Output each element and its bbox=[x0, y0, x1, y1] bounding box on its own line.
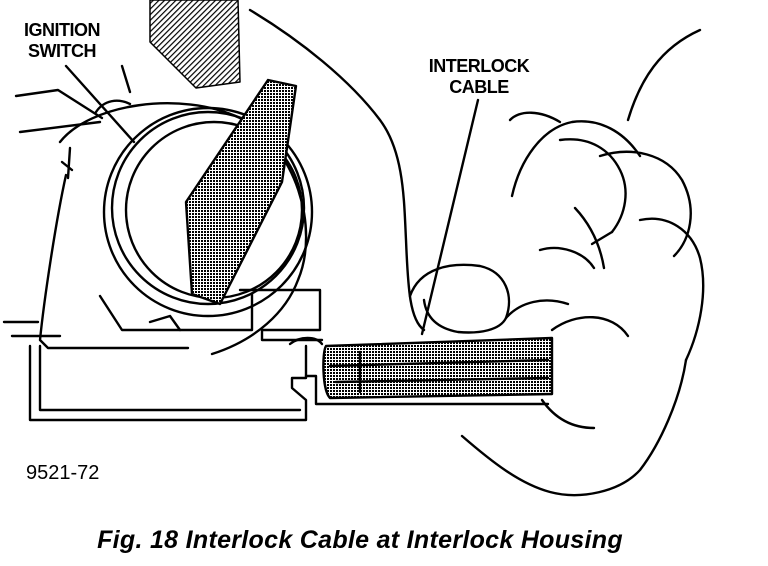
interlock-housing bbox=[28, 344, 308, 422]
leader-cable bbox=[420, 98, 480, 336]
hatched-panel bbox=[149, 0, 241, 89]
ignition-switch-label-line1: IGNITION bbox=[24, 20, 101, 40]
figure-caption: Fig. 18 Interlock Cable at Interlock Hou… bbox=[97, 526, 623, 554]
switch-ring-outer bbox=[102, 106, 314, 318]
ignition-switch-label: IGNITION SWITCH bbox=[10, 20, 114, 62]
hand bbox=[248, 8, 426, 332]
wire bbox=[14, 88, 104, 120]
wire bbox=[18, 120, 102, 134]
switch-body bbox=[58, 102, 308, 356]
leader-ignition bbox=[64, 64, 136, 144]
interlock-cable-label-line1: INTERLOCK bbox=[428, 56, 530, 76]
ignition-switch-label-line2: SWITCH bbox=[28, 41, 97, 61]
interlock-cable-label-line2: CABLE bbox=[449, 77, 509, 97]
figure-id: 9521-72 bbox=[26, 462, 100, 484]
ignition-key bbox=[184, 78, 298, 306]
interlock-cable-connector bbox=[322, 336, 554, 400]
interlock-cable-label: INTERLOCK CABLE bbox=[414, 56, 544, 98]
